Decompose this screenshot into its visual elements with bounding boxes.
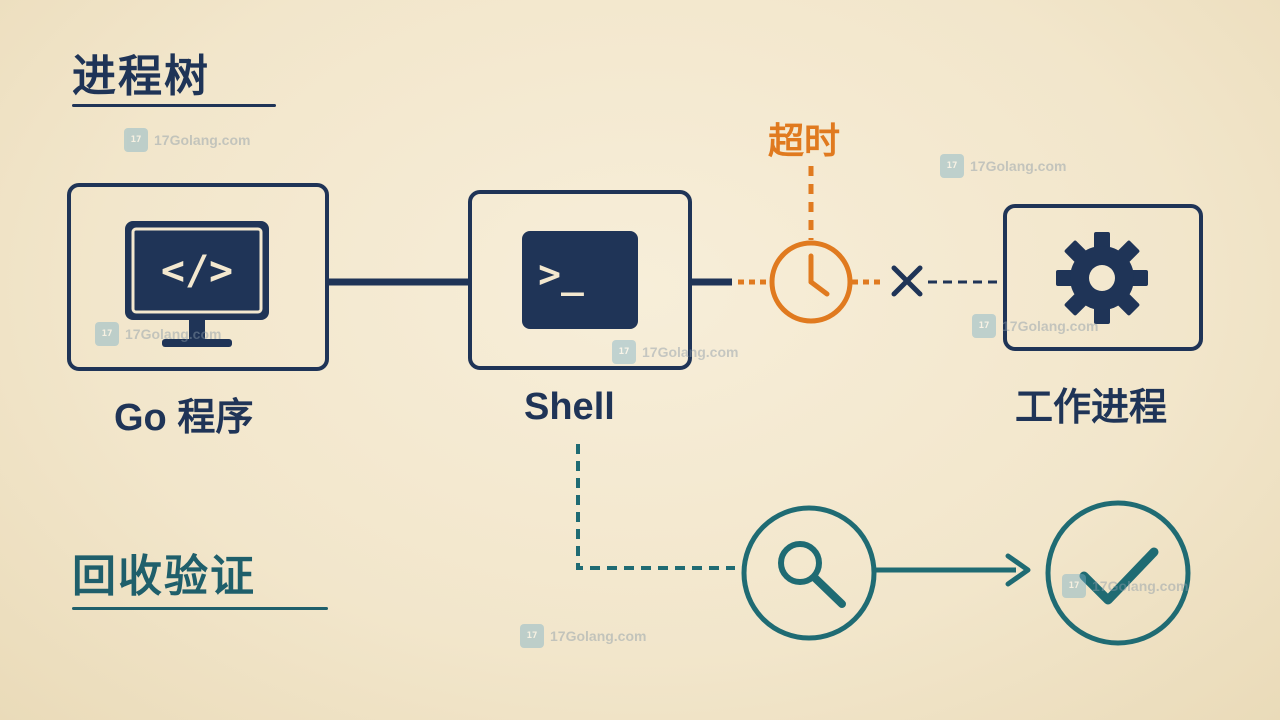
terminal-glyph: >_ xyxy=(538,252,584,296)
reap-verify-heading: 回收验证 xyxy=(72,551,256,602)
code-glyph: </> xyxy=(161,248,233,294)
shell-label: Shell xyxy=(524,386,615,428)
watermark-logo-icon: 17 xyxy=(1062,574,1086,598)
watermark-logo-icon: 17 xyxy=(124,128,148,152)
check-icon xyxy=(1045,500,1191,646)
watermark-logo-icon: 17 xyxy=(972,314,996,338)
go-program-box xyxy=(67,183,329,371)
watermark-logo-icon: 17 xyxy=(612,340,636,364)
watermark-logo-icon: 17 xyxy=(520,624,544,648)
gear-icon xyxy=(1056,232,1148,324)
shell-box xyxy=(468,190,692,370)
cross-icon xyxy=(891,265,923,297)
worker-process-label: 工作进程 xyxy=(1015,387,1168,429)
watermark-logo-icon: 17 xyxy=(940,154,964,178)
worker-process-box xyxy=(1003,204,1203,351)
go-program-label: Go 程序 xyxy=(114,397,254,439)
heading-underline xyxy=(72,104,276,107)
clock-icon xyxy=(769,240,853,324)
verify-dashed-connector xyxy=(576,444,735,570)
code-monitor-icon: </> xyxy=(125,221,269,347)
timeout-label: 超时 xyxy=(768,121,841,162)
arrow-head xyxy=(1005,553,1031,587)
heading-underline xyxy=(72,607,328,610)
search-icon xyxy=(741,505,877,641)
watermark-logo-icon: 17 xyxy=(95,322,119,346)
terminal-icon: >_ xyxy=(522,231,638,329)
process-tree-heading: 进程树 xyxy=(72,51,210,102)
